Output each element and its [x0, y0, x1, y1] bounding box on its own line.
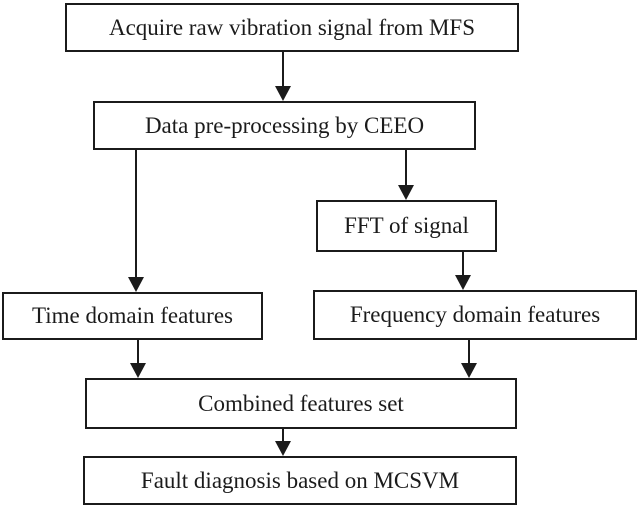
node-acquire-raw-signal: Acquire raw vibration signal from MFS [65, 3, 519, 52]
node-data-preprocessing: Data pre-processing by CEEO [93, 101, 476, 150]
arrow-acquire-to-preprocess-icon [282, 52, 284, 86]
arrow-fft-to-freq-features-icon [462, 252, 464, 275]
node-frequency-domain-features: Frequency domain features [313, 290, 637, 340]
node-time-domain-features: Time domain features [2, 292, 263, 340]
node-fault-diagnosis: Fault diagnosis based on MCSVM [83, 456, 517, 505]
arrow-freq-features-to-combined-icon [468, 340, 470, 363]
arrow-preprocess-to-time-features-icon [135, 150, 137, 277]
arrow-combined-to-diagnosis-icon [282, 429, 284, 441]
node-combined-features-set: Combined features set [85, 378, 517, 429]
arrow-preprocess-to-fft-icon [405, 150, 407, 185]
node-fft-of-signal: FFT of signal [316, 200, 497, 252]
arrow-time-features-to-combined-icon [137, 340, 139, 363]
